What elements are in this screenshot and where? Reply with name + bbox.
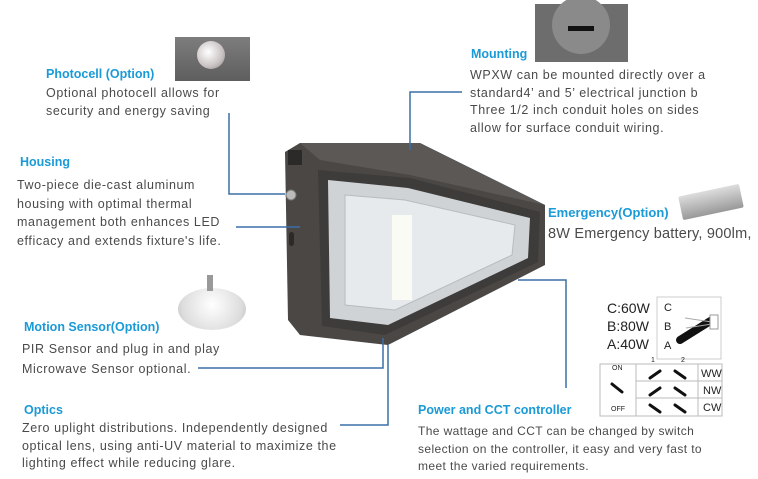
- emergency-title: Emergency(Option): [548, 205, 669, 220]
- cct-ww: WW: [701, 368, 722, 380]
- text-line: Optional photocell allows for: [46, 86, 220, 100]
- optics-leader: [340, 345, 389, 426]
- led-board: [392, 215, 412, 300]
- wattage-switch-icon: [676, 316, 716, 344]
- text-line: selection on the controller, it easy and…: [418, 441, 703, 456]
- text-line: meet the varied requirements.: [418, 459, 590, 473]
- text-line: PIR Sensor and plug in and play: [22, 342, 220, 356]
- text-line: lighting effect while reducing glare.: [22, 456, 236, 470]
- cct-nw: NW: [703, 385, 722, 397]
- housing-title: Housing: [20, 155, 70, 169]
- dial-position-b: B: [664, 321, 672, 333]
- power-cct-description: The wattage and CCT can be changed by sw…: [418, 423, 702, 476]
- cct-switch-table: [599, 363, 723, 417]
- optics-description: Zero uplight distributions. Independentl…: [22, 420, 337, 473]
- text-line: security and energy saving: [46, 103, 211, 118]
- mounting-leader: [409, 91, 462, 150]
- switch-off-label: OFF: [611, 406, 625, 413]
- motion-sensor-image: [178, 288, 246, 330]
- housing-description: Two-piece die-cast aluminum housing with…: [17, 176, 221, 250]
- wattage-option-a: A:40W: [607, 336, 650, 352]
- mounting-title: Mounting: [471, 47, 528, 61]
- dial-position-c: C: [664, 302, 672, 314]
- emergency-description: 8W Emergency battery, 900lm,: [548, 226, 752, 244]
- text-line: optical lens, using anti-UV material to …: [22, 438, 337, 453]
- motion-sensor-title: Motion Sensor(Option): [24, 320, 160, 334]
- wattage-option-b: B:80W: [607, 318, 650, 334]
- photocell-description: Optional photocell allows for security a…: [46, 85, 220, 120]
- text-line: WPXW can be mounted directly over a: [470, 68, 706, 82]
- mounting-image: [535, 0, 628, 62]
- photocell-image: [175, 37, 250, 81]
- photocell-icon: [285, 189, 297, 201]
- text-line: Zero uplight distributions. Independentl…: [22, 421, 328, 435]
- housing-slot: [289, 232, 294, 246]
- cct-switch-icons: [610, 369, 687, 414]
- text-line: standard4’ and 5’ electrical junction b: [470, 85, 699, 100]
- text-line: Microwave Sensor optional.: [22, 362, 192, 376]
- text-line: Three 1/2 inch conduit holes on sides: [470, 103, 700, 117]
- optics-title: Optics: [24, 403, 63, 417]
- fixture-bracket: [288, 150, 302, 165]
- text-line: housing with optimal thermal: [17, 196, 193, 211]
- motion-leader: [198, 338, 384, 369]
- column-1-label: 1: [651, 357, 655, 364]
- cct-cw: CW: [703, 402, 722, 414]
- sensor-plug: [207, 275, 213, 291]
- power-cct-title: Power and CCT controller: [418, 403, 572, 417]
- wattage-option-c: C:60W: [607, 300, 650, 316]
- text-line: 8W Emergency battery, 900lm,: [548, 226, 752, 242]
- dial-position-a: A: [664, 340, 672, 352]
- text-line: The wattage and CCT can be changed by sw…: [418, 424, 695, 438]
- text-line: management both enhances LED: [17, 215, 221, 229]
- photocell-leader: [228, 113, 285, 195]
- text-line: allow for surface conduit wiring.: [470, 120, 665, 135]
- motion-sensor-description: PIR Sensor and plug in and play Microwav…: [22, 339, 220, 379]
- column-2-label: 2: [681, 357, 685, 364]
- photocell-title: Photocell (Option): [46, 67, 155, 81]
- mounting-description: WPXW can be mounted directly over a stan…: [470, 67, 706, 137]
- switch-on-label: ON: [612, 365, 623, 372]
- text-line: Two-piece die-cast aluminum: [17, 178, 196, 192]
- fixture-top: [300, 143, 545, 205]
- emergency-leader: [518, 279, 567, 388]
- text-line: efficacy and extends fixture's life.: [17, 233, 222, 248]
- fixture-lens-inner: [344, 194, 516, 311]
